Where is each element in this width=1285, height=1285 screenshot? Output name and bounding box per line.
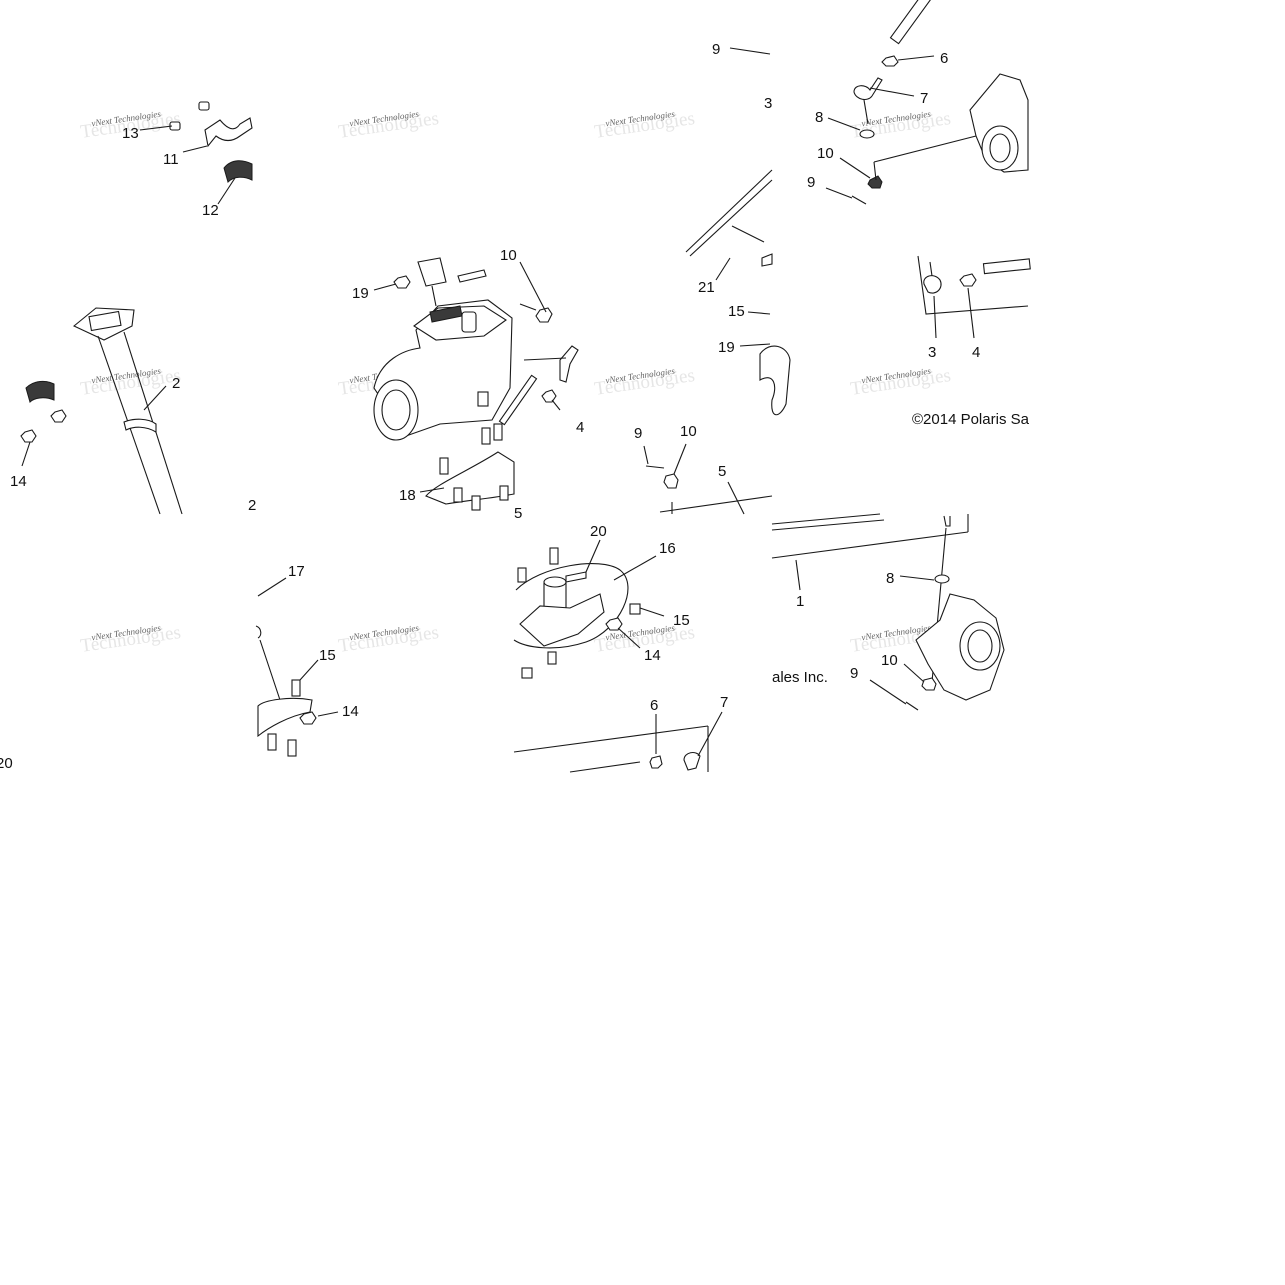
callout-1: 1	[796, 593, 804, 610]
callout-5: 5	[514, 505, 522, 522]
tile-frame-rail: 21 15 19	[685, 169, 791, 416]
tile-tie-rod-top: 9 6 7 8 10 9 3	[712, 0, 1029, 205]
callout-15-bc: 15	[673, 612, 690, 629]
nut-icon	[20, 429, 37, 443]
bolt-icon	[169, 101, 210, 131]
nut-icon	[959, 273, 977, 287]
callout-3: 3	[928, 344, 936, 361]
callout-4-tr: 4	[972, 344, 980, 361]
callout-9-mr: 9	[634, 425, 642, 442]
callout-10-tr: 10	[817, 145, 834, 162]
shaft-icon	[982, 258, 1031, 275]
tile-mount-plate: 17 15 14 20	[0, 563, 359, 772]
callout-20: 20	[590, 523, 607, 540]
pin-icon	[565, 571, 587, 583]
callout-18: 18	[399, 487, 416, 504]
tile-steering-column: 2 14 2	[10, 307, 256, 515]
callout-17: 17	[288, 563, 305, 580]
tie-rod-end-icon	[853, 77, 883, 101]
callout-14-bl: 14	[342, 703, 359, 720]
tile-pin-nut: 9 10 5	[634, 423, 773, 515]
mount-plate-icon	[425, 451, 515, 505]
bolt-icon	[457, 269, 487, 283]
bolt-icon	[267, 679, 301, 757]
tile-knuckle-bottom: 1 ales Inc. 8 10 9	[771, 513, 1005, 711]
callout-20-partial: 20	[0, 755, 13, 772]
callout-14: 14	[10, 473, 27, 490]
nut-icon	[50, 409, 67, 423]
bushing-icon	[25, 380, 55, 403]
callout-8-br: 8	[886, 570, 894, 587]
nut-icon	[921, 677, 937, 691]
callout-3-partial: 3	[764, 95, 772, 112]
callout-13: 13	[122, 125, 139, 142]
callout-9: 9	[712, 41, 720, 58]
nut-icon	[299, 711, 317, 725]
callout-6: 6	[940, 50, 948, 67]
tie-rod-end-icon	[559, 345, 579, 383]
nut-icon	[663, 473, 679, 489]
callout-16: 16	[659, 540, 676, 557]
nut-icon	[393, 275, 411, 289]
bolt-icon	[439, 423, 509, 511]
nut-icon	[867, 175, 883, 189]
callout-14-bc: 14	[644, 647, 661, 664]
callout-2: 2	[172, 375, 180, 392]
callout-10-mr: 10	[680, 423, 697, 440]
callout-19-tr: 19	[718, 339, 735, 356]
callout-9-tr: 9	[807, 174, 815, 191]
callout-19: 19	[352, 285, 369, 302]
tie-rod-end-icon	[683, 751, 701, 771]
shaft-icon	[889, 0, 933, 45]
callout-12: 12	[202, 202, 219, 219]
nut-icon	[605, 617, 623, 631]
callout-15-bl: 15	[319, 647, 336, 664]
bolt-icon	[517, 547, 641, 679]
steering-mount-icon	[519, 593, 605, 647]
callout-21: 21	[698, 279, 715, 296]
callout-10: 10	[500, 247, 517, 264]
bracket-icon	[204, 117, 253, 148]
tile-clamp-bracket: 13 11 12	[122, 101, 253, 219]
washer-icon	[934, 574, 950, 584]
nut-icon	[649, 755, 663, 769]
bushing-icon	[223, 160, 253, 183]
callout-7-bc: 7	[720, 694, 728, 711]
copyright-text: ©2014 Polaris Sa	[912, 411, 1030, 428]
callout-9-br: 9	[850, 665, 858, 682]
callout-8: 8	[815, 109, 823, 126]
pin-icon	[851, 195, 867, 205]
callout-4: 4	[576, 419, 584, 436]
callout-5-mr: 5	[718, 463, 726, 480]
copyright-tail: ales Inc.	[772, 669, 828, 686]
callout-11: 11	[163, 151, 179, 168]
tile-steering-mount: 20 16 15 14 6 7	[513, 523, 728, 773]
callout-6-bc: 6	[650, 697, 658, 714]
pin-icon	[645, 465, 665, 469]
nut-icon	[541, 389, 557, 403]
washer-icon	[859, 129, 875, 139]
callout-15-tr: 15	[728, 303, 745, 320]
pin-icon	[905, 701, 919, 711]
tile-tie-rod-detail: 3 4 ©2014 Polaris Sa	[912, 255, 1031, 428]
nut-icon	[881, 55, 899, 67]
callout-10-br: 10	[881, 652, 898, 669]
callout-7: 7	[920, 90, 928, 107]
tie-rod-end-icon	[923, 275, 942, 294]
nut-icon	[535, 307, 553, 323]
callout-2b: 2	[248, 497, 256, 514]
tile-power-steering: 19 10 4 18 5	[352, 247, 584, 522]
